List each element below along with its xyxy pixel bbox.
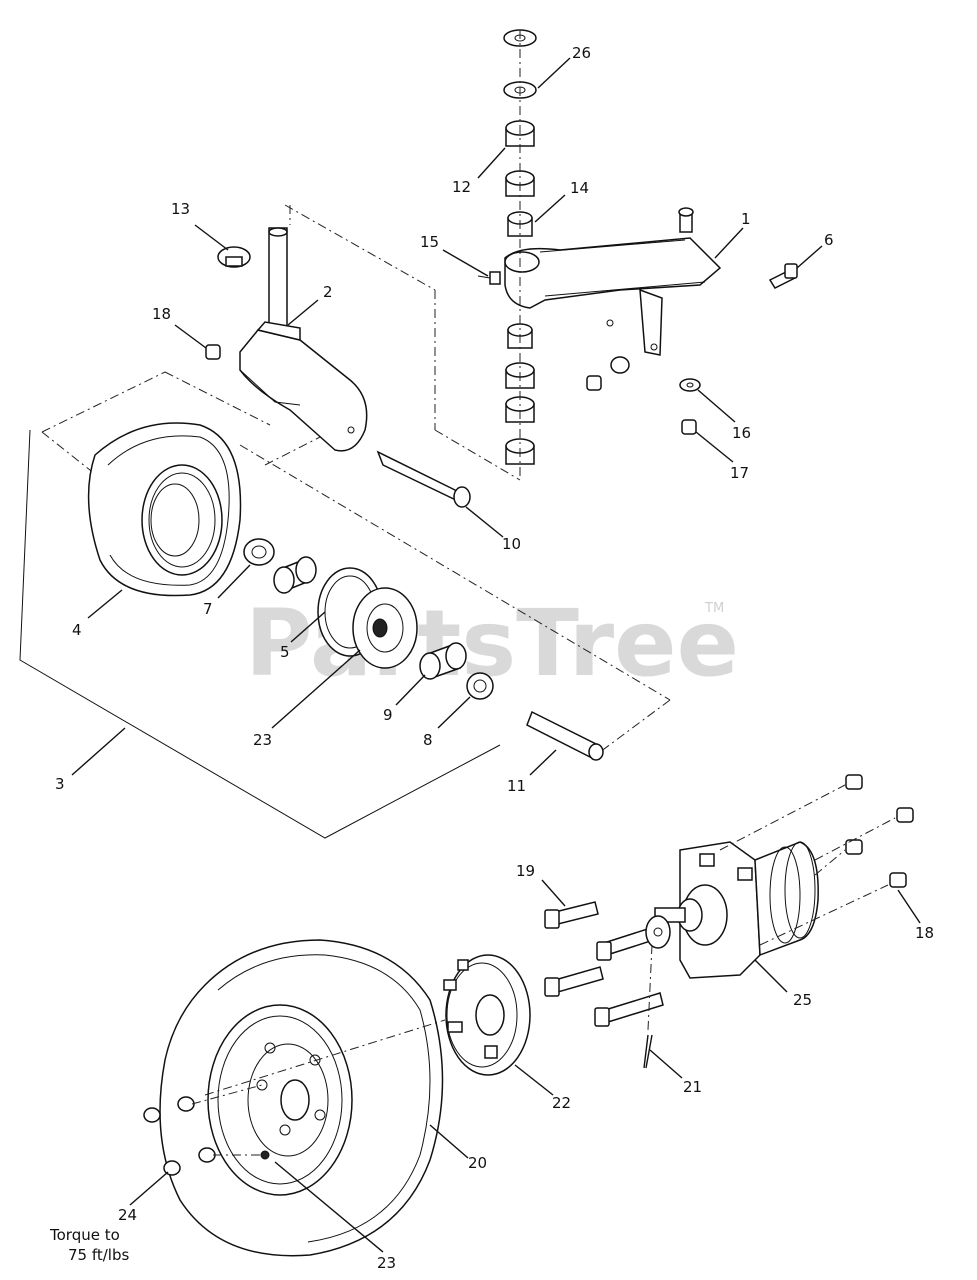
caster-tire: [87, 422, 242, 597]
callout-23-caster: 23: [253, 731, 272, 749]
callout-23-drive: 23: [377, 1254, 396, 1272]
callout-7: 7: [203, 600, 213, 618]
callout-3: 3: [55, 775, 65, 793]
drive-tire: [159, 939, 444, 1257]
nut-and-washer: [586, 356, 630, 391]
axle-bolt: [376, 450, 471, 508]
hex-bolt-6: [768, 263, 798, 289]
callout-11: 11: [507, 777, 526, 795]
callout-labels: 1 2 3 4 5 6 7 8 9 10 11 12 13 14 15 16 1…: [55, 44, 934, 1272]
spacer-bushing: [466, 672, 494, 700]
callout-16: 16: [732, 424, 751, 442]
lock-nut: [205, 344, 221, 360]
spacer-washer: [243, 538, 275, 566]
callout-18-motor: 18: [915, 924, 934, 942]
callout-6: 6: [824, 231, 834, 249]
bearing-stack-lower: [505, 323, 535, 465]
lug-nuts: [143, 1084, 265, 1176]
callout-24: 24: [118, 1206, 137, 1224]
roller-bearing-front: [273, 556, 317, 594]
callout-18-caster: 18: [152, 305, 171, 323]
motor-bolts: [544, 901, 664, 1027]
roller-bearing-rear: [419, 642, 467, 680]
callout-12: 12: [452, 178, 471, 196]
callout-9: 9: [383, 706, 393, 724]
wheel-motor: [645, 841, 819, 979]
wheel-hub: [443, 954, 531, 1076]
callout-15: 15: [420, 233, 439, 251]
torque-note-line1: Torque to: [49, 1226, 120, 1244]
set-screw: [477, 271, 501, 285]
callout-5: 5: [280, 643, 290, 661]
callout-19: 19: [516, 862, 535, 880]
retaining-pin: [217, 246, 251, 268]
callout-26: 26: [572, 44, 591, 62]
bearing-stack-upper: [505, 120, 535, 237]
callout-4: 4: [72, 621, 82, 639]
caster-rim: [317, 567, 418, 669]
callout-21: 21: [683, 1078, 702, 1096]
callout-10: 10: [502, 535, 521, 553]
callout-22: 22: [552, 1094, 571, 1112]
callout-17: 17: [730, 464, 749, 482]
spacer-tube: [526, 710, 604, 761]
callout-2: 2: [323, 283, 333, 301]
callout-1: 1: [741, 210, 751, 228]
caster-fork: [239, 227, 368, 452]
leader-lines: [71, 57, 921, 1253]
torque-note-line2: 75 ft/lbs: [68, 1246, 129, 1264]
callout-20: 20: [468, 1154, 487, 1172]
motor-nuts: [719, 774, 914, 946]
watermark-trademark: TM: [704, 601, 724, 616]
cotter-pin: [643, 944, 653, 1069]
caster-arm-bracket: [504, 207, 722, 356]
callout-8: 8: [423, 731, 433, 749]
washer-16: [679, 378, 701, 392]
caster-outline: [19, 204, 671, 839]
nut-17: [681, 419, 697, 435]
callout-14: 14: [570, 179, 589, 197]
callout-13: 13: [171, 200, 190, 218]
callout-25: 25: [793, 991, 812, 1009]
